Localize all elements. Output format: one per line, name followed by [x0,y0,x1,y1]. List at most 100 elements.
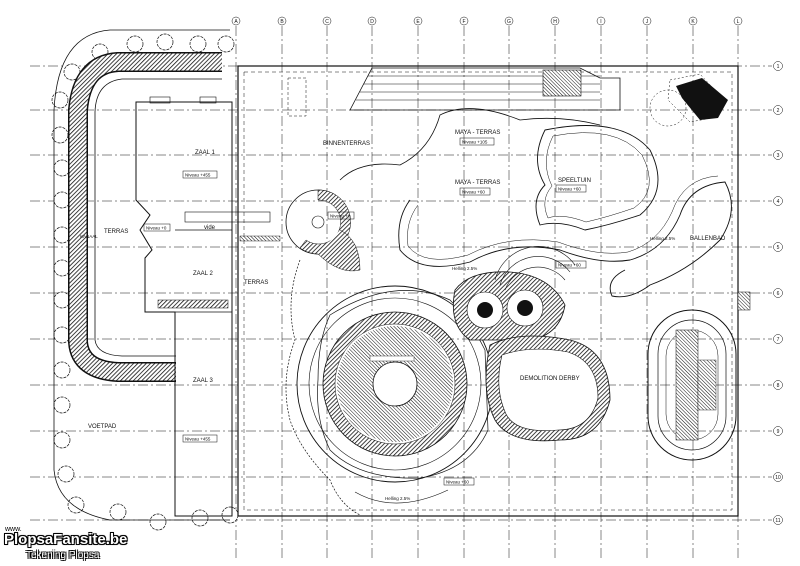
binnenterras-path [339,108,601,181]
grid-column-label: G [507,19,511,25]
canal-wall [68,52,222,382]
grid-column-label: D [370,19,374,25]
footpath-outline [53,29,230,521]
grid-row-bubble [773,105,783,115]
bottom-ramp [354,489,449,504]
canal-inner-line [94,78,222,357]
grid-row-bubble [773,242,783,252]
grid-column-bubble [322,16,332,26]
watermark-credit: Tekening Plopsa [26,550,100,561]
watermark-www: www. [4,526,23,534]
grid-column-bubble [367,16,377,26]
grid-column-label: H [553,19,557,25]
grid-column-bubble [733,16,743,26]
grid-row-label: 6 [777,291,780,297]
label-binnenterras: BINNENTERRAS [323,141,370,147]
grid-column-bubble [459,16,469,26]
grid-row-bubble [773,334,783,344]
tree-symbol [53,259,71,277]
grid-column-bubble [413,16,423,26]
label-zaal-1: ZAAL 1 [195,150,215,156]
label-demolition-derby: DEMOLITION DERBY [520,376,580,382]
label-terras-left: TERRAS [104,229,128,235]
label-niveau-0-left: Niveau +0 [146,226,167,231]
label-speeltuin: SPEELTUIN [558,178,591,184]
label-niveau-0-mid: Niveau +0 [330,214,351,219]
grid-row-bubble [773,196,783,206]
label-helling-1: Helling 2.5% [650,236,675,241]
spiral-staircase [285,189,361,272]
grid-column-bubble [642,16,652,26]
label-voetpad: VOETPAD [88,424,117,430]
tree-symbol [53,226,71,244]
grid-row-bubble [773,288,783,298]
grid-column-bubble [231,16,241,26]
maya-level-2-box [459,187,491,196]
grid-row-label: 3 [777,153,780,159]
bridge-walkway [184,211,271,223]
grid-column-label: C [325,19,329,25]
tree-symbol [53,361,71,379]
speeltuin-level-box [555,184,587,193]
entrance-hall-1 [149,96,171,104]
maya-terrace-structure [349,67,621,111]
grid-column-bubble [277,16,287,26]
label-ballenbad: BALLENBAD [690,236,726,242]
side-stairs [737,291,751,311]
label-maya-terras-2: MAYA - TERRAS [455,180,500,186]
label-maya-terras-1: MAYA - TERRAS [455,130,500,136]
grid-lines [30,26,772,560]
grid-row-bubble [773,150,783,160]
grid-row-label: 9 [777,429,780,435]
stair-hall-2 [157,299,229,309]
tree-symbol [51,91,69,109]
label-helling-3: Helling 2.5% [385,496,410,501]
watermark-site: PlopsaFansite.be [4,531,128,548]
tree-symbol [53,159,71,177]
grid-column-label: A [234,19,238,25]
winding-path [398,181,732,298]
grid-row-bubble [773,472,783,482]
label-kanaal: KANAAL [80,234,98,239]
park-inner-perimeter [243,71,733,511]
hall-building-outline [135,101,233,517]
arc-structure [494,246,576,291]
park-perimeter [237,65,739,517]
niveau-60-b-box [443,477,475,486]
niveau-0-mid-box [327,211,355,220]
grid-row-label: 11 [775,518,780,524]
speeltuin-loop-inner [544,132,650,223]
terrace-dashed-box [287,77,307,117]
tree-symbol [53,326,71,344]
grid-column-bubble [550,16,560,26]
grid-column-label: B [280,19,284,25]
tree-symbol [53,291,71,309]
zaal-3-level-box [182,434,218,443]
maya-level-1-box [459,137,495,146]
tree-symbol [53,191,71,209]
tree-symbol [57,465,75,483]
grid-row-label: 7 [777,337,780,343]
roller-coaster-track [647,309,737,461]
tree-symbol [156,33,174,51]
label-zaal-3: ZAAL 3 [193,378,213,384]
tree-symbol [189,35,207,53]
label-speeltuin-level: Niveau +60 [558,187,581,192]
speeltuin-loop [535,125,659,231]
tree-symbol [221,506,239,524]
carousel-outer-ring [317,290,489,479]
grid-row-label: 4 [777,199,780,205]
grid-row-label: 10 [775,475,781,481]
tree-symbol [109,503,127,521]
demolition-derby-track [485,335,611,442]
tree-symbol [217,35,235,53]
label-vide: vide [204,225,216,231]
tree-symbol [67,496,85,514]
grid-row-bubble [773,515,783,525]
niveau-60-a-box [555,260,587,269]
label-maya-level-2: Niveau +60 [462,190,485,195]
canal-wall-hatch [69,53,222,381]
rock-boundary [285,259,361,516]
